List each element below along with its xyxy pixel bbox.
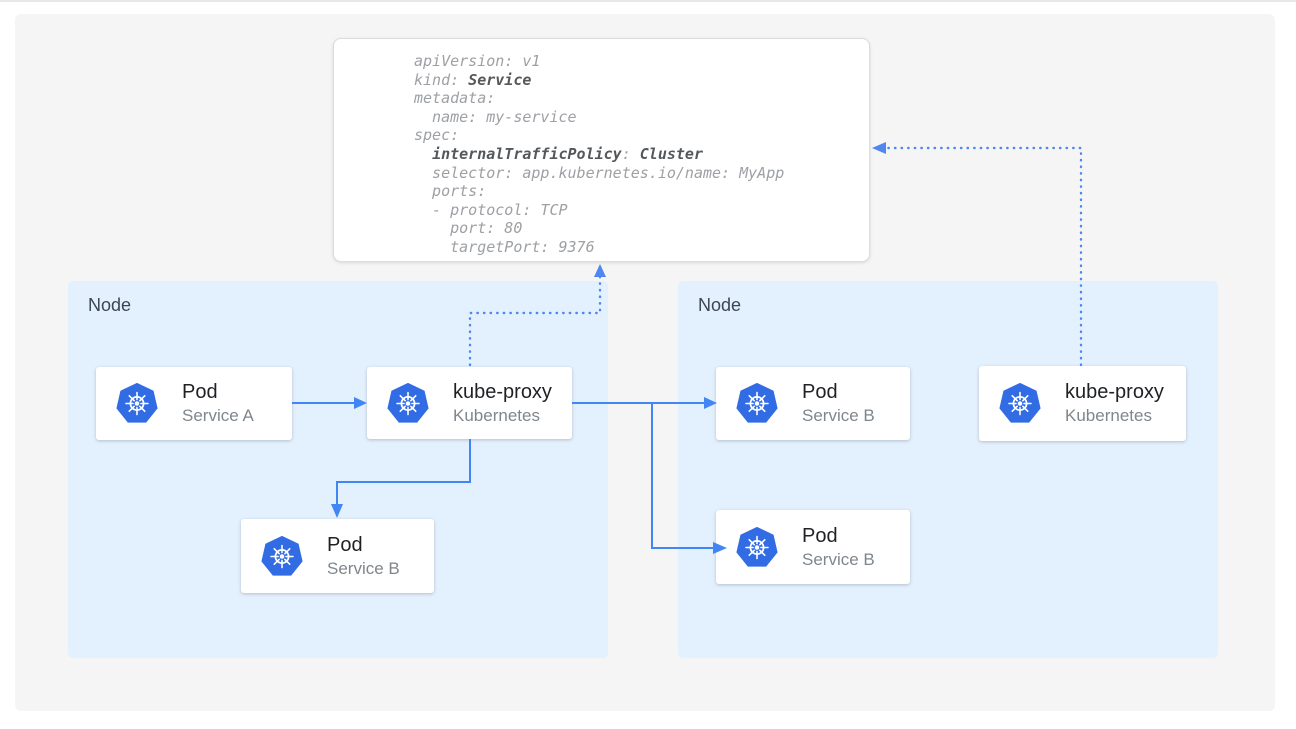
card-title: Pod (182, 381, 218, 403)
yaml-code-line: metadata: (414, 89, 496, 108)
node-label: Node (88, 295, 132, 315)
card-title: Pod (802, 524, 838, 547)
card-subtitle: Service A (182, 406, 254, 425)
yaml-code-line: ports: (414, 182, 487, 201)
kubernetes-icon (735, 526, 779, 569)
card-title: Pod (802, 381, 838, 403)
yaml-code-line: port: 80 (414, 219, 523, 238)
card-title: kube-proxy (453, 380, 552, 403)
card-pod-service-a: Pod Service A (96, 367, 292, 440)
card-subtitle: Service B (327, 558, 400, 578)
card-pod-service-b-left: Pod Service B (241, 519, 434, 593)
card-subtitle: Service B (802, 406, 875, 425)
card-title: Pod (327, 533, 363, 556)
card-subtitle: Kubernetes (1065, 406, 1152, 425)
yaml-code-line: apiVersion: v1 (414, 52, 541, 70)
yaml-code-line: targetPort: 9376 (414, 237, 595, 256)
card-subtitle: Kubernetes (453, 405, 540, 425)
kubernetes-icon (998, 382, 1042, 425)
card-pod-service-b-right-top: Pod Service B (716, 367, 910, 440)
kubernetes-icon (115, 382, 159, 425)
yaml-code-line: spec: (414, 126, 460, 145)
kubernetes-icon (386, 382, 430, 425)
yaml-code-line: selector: app.kubernetes.io/name: MyApp (414, 163, 785, 182)
yaml-code-line: internalTrafficPolicy: Cluster (432, 144, 703, 163)
node-box-right: Node (678, 281, 1218, 658)
yaml-code-line: kind: Service (414, 70, 532, 89)
node-box-left: Node (68, 281, 608, 658)
top-divider (0, 0, 1296, 2)
card-title: kube-proxy (1065, 381, 1164, 403)
kubernetes-icon (260, 535, 304, 578)
yaml-code-line: name: my-service (414, 107, 577, 126)
node-label: Node (698, 295, 742, 315)
card-kube-proxy-left: kube-proxy Kubernetes (367, 367, 572, 439)
card-pod-service-b-right-bottom: Pod Service B (716, 510, 910, 584)
card-subtitle: Service B (802, 549, 875, 569)
kubernetes-icon (735, 382, 779, 425)
yaml-code-line: - protocol: TCP (414, 200, 568, 219)
card-kube-proxy-right: kube-proxy Kubernetes (979, 366, 1186, 441)
